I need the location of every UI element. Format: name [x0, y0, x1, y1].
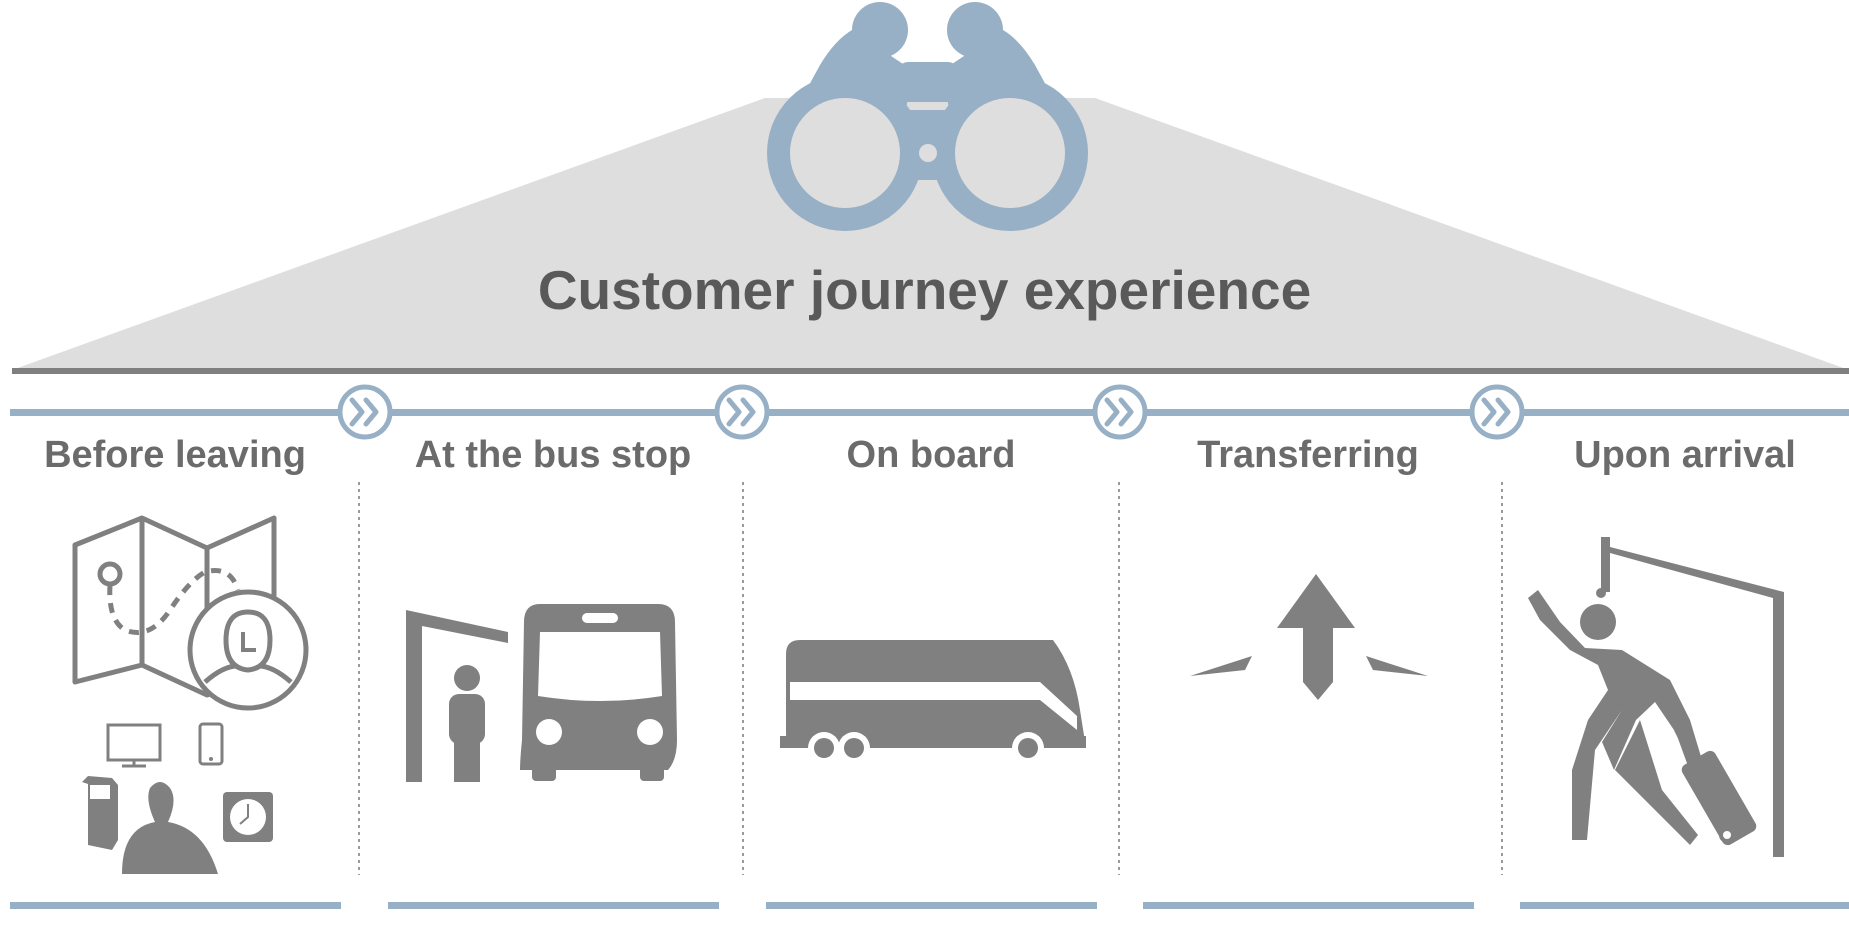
stage-label-on-board: On board	[846, 434, 1016, 476]
stage-label-transferring: Transferring	[1197, 434, 1419, 476]
bottom-bars	[10, 902, 1849, 909]
clock-user-icon	[187, 589, 309, 711]
chevron-node-icon	[337, 384, 393, 440]
exit-door-icon	[1528, 537, 1784, 857]
stage-label-at-bus-stop: At the bus stop	[414, 434, 692, 476]
chevron-node-icon	[1469, 384, 1525, 440]
direction-arrows-icon	[1190, 574, 1428, 700]
roof-shape	[12, 98, 1849, 370]
stage-label-before-leaving: Before leaving	[44, 434, 306, 476]
column-dividers	[358, 482, 1503, 875]
diagram-title: Customer journey experience	[537, 259, 1312, 321]
timeline-line	[10, 409, 1849, 416]
bus-stop-icon	[406, 610, 508, 782]
binoculars-left-lens	[790, 98, 900, 208]
chevron-node-icon	[714, 384, 770, 440]
binoculars-hinge	[919, 144, 937, 162]
roof-base-line	[12, 368, 1849, 374]
binoculars-right-lens	[955, 98, 1065, 208]
bus-front-icon	[520, 604, 677, 781]
chevron-node-icon	[1092, 384, 1148, 440]
stage-label-upon-arrival: Upon arrival	[1574, 434, 1796, 476]
coach-icon	[780, 640, 1086, 764]
devices-icon	[82, 722, 273, 874]
